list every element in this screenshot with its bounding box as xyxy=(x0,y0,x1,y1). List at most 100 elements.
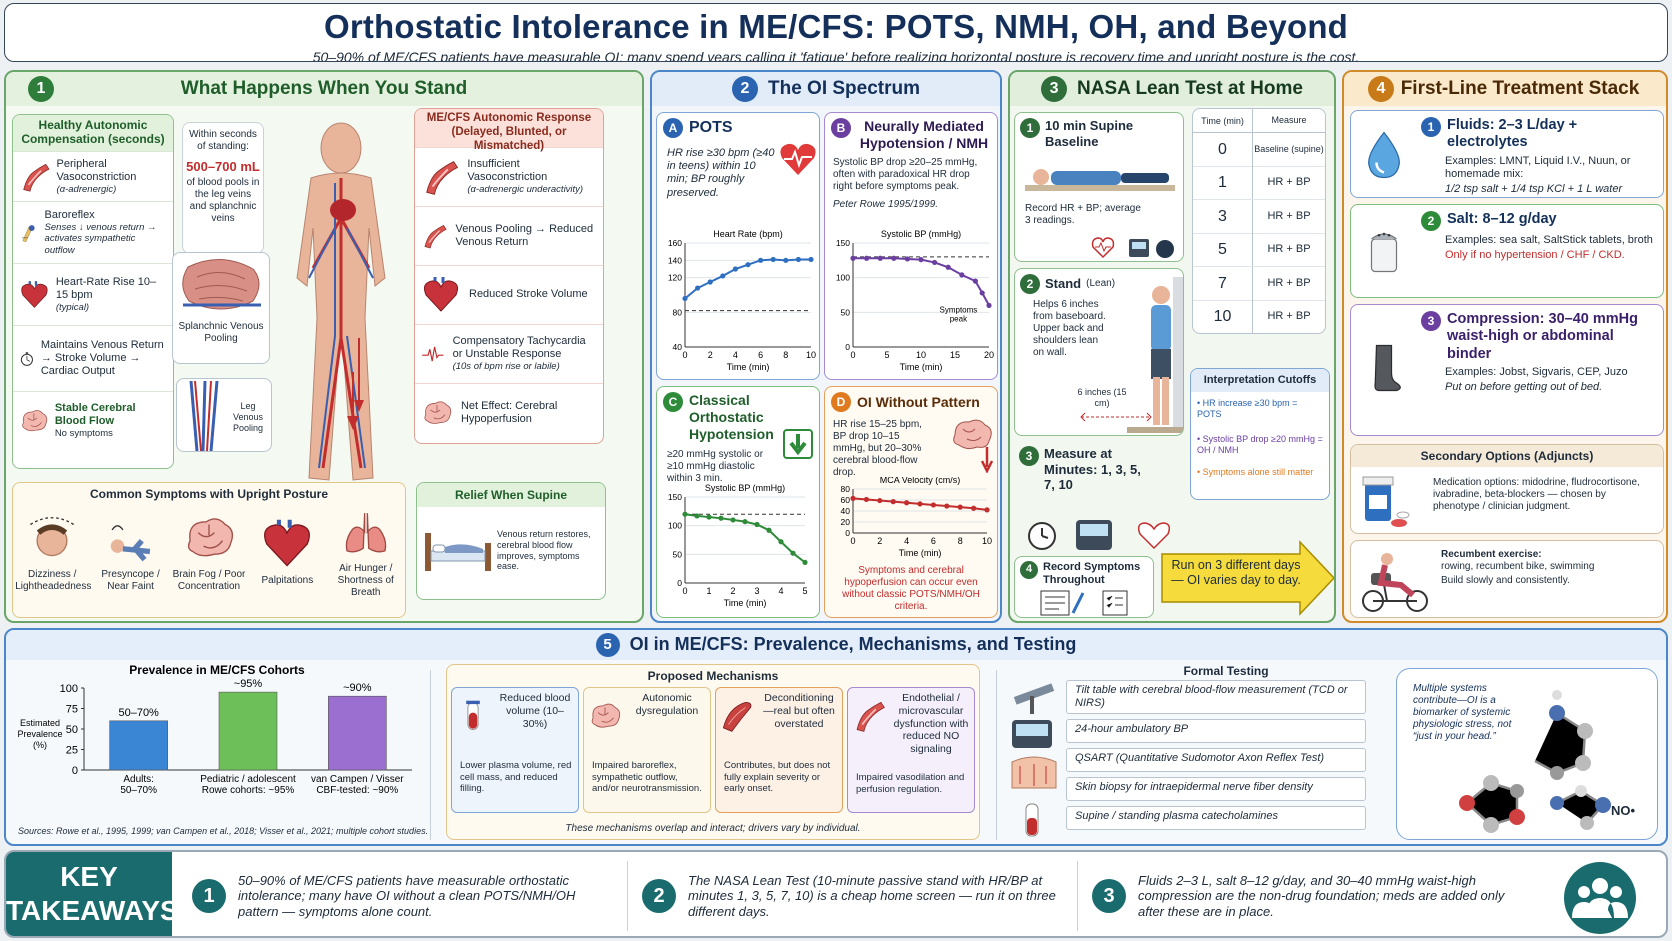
pill-bottle-icon xyxy=(1362,476,1410,527)
secondary-title: Secondary Options (Adjuncts) xyxy=(1351,445,1663,468)
mecfs-step-sub: (10s of bpm rise or labile) xyxy=(452,361,560,373)
cutoff-oh: • Systolic BP drop ≥20 mmHg = OH / NMH xyxy=(1197,433,1323,455)
leg-veins-icon xyxy=(189,381,219,451)
x-tick-label: 8 xyxy=(958,536,963,546)
treatment-number: 2 xyxy=(1421,211,1441,231)
data-point xyxy=(808,256,814,263)
brain-nerve-icon xyxy=(591,704,621,728)
y-tick-label: 0 xyxy=(677,578,682,588)
mecfs-step-title: Venous Pooling → Reduced Venous Return xyxy=(455,222,594,248)
lean-step-3: 3 Measure at Minutes: 1, 3, 5, 7, 10 xyxy=(1014,442,1184,512)
mecfs-step-sub: (α-adrenergic underactivity) xyxy=(467,184,584,196)
table-cell-time: 10 xyxy=(1193,300,1253,333)
mechanism-title: Reduced blood volume (10–30%) xyxy=(499,692,571,730)
panel-title: What Happens When You Stand xyxy=(180,77,468,99)
data-point xyxy=(971,505,977,511)
x-tick-label: 5 xyxy=(802,586,807,596)
splanchnic-inset: Splanchnic Venous Pooling xyxy=(172,252,270,364)
mechanism-desc: Contributes, but does not fully explain … xyxy=(724,760,831,795)
cutoffs-title: Interpretation Cutoffs xyxy=(1191,369,1329,393)
panel-prevalence: 5 OI in ME/CFS: Prevalence, Mechanisms, … xyxy=(4,628,1668,846)
bar-value-label: ~95% xyxy=(234,678,263,690)
oi-no-pattern-title: OI Without Pattern xyxy=(857,393,980,410)
data-point xyxy=(944,503,950,509)
lungs-icon xyxy=(345,513,386,553)
data-point xyxy=(972,278,978,284)
y-tick-label: 75 xyxy=(66,704,78,716)
y-tick-label: 100 xyxy=(60,683,78,695)
symptom-label: Palpitations xyxy=(261,575,314,587)
ecg-icon xyxy=(422,346,444,362)
step-title: Measure at Minutes: 1, 3, 5, 7, 10 xyxy=(1044,446,1141,493)
step-title: Stand xyxy=(1045,276,1082,292)
panel-what-happens: 1 What Happens When You Stand Healthy Au… xyxy=(4,70,644,623)
healthy-step-title: Peripheral Vasoconstriction xyxy=(56,157,137,183)
symptom-label: Presyncope / Near Faint xyxy=(101,569,160,593)
healthy-title: Healthy Autonomic Compensation (seconds) xyxy=(13,115,173,151)
healthy-step-sub: No symptoms xyxy=(54,427,113,439)
standing-person-icon xyxy=(1127,277,1183,433)
timer-monitor-icons xyxy=(1028,520,1170,550)
healthy-step-title: Stable Cerebral Blood Flow xyxy=(54,401,136,427)
human-circulation-illustration xyxy=(296,122,386,481)
mecfs-step-title: Reduced Stroke Volume xyxy=(469,288,588,301)
x-tick-label: 1 xyxy=(706,586,711,596)
lean-step-4: 4 Record Symptoms Throughout xyxy=(1014,556,1154,618)
data-point xyxy=(795,256,801,263)
table-header-measure: Measure xyxy=(1271,115,1307,126)
bar xyxy=(328,695,387,771)
takeaway-number: 3 xyxy=(1092,879,1126,913)
y-tick-label: 150 xyxy=(836,238,850,248)
data-point xyxy=(986,302,992,308)
heart-ecg-icon xyxy=(780,143,816,175)
card-letter-badge: A xyxy=(663,118,683,138)
x-axis-label: Time (min) xyxy=(899,548,942,558)
oi-no-pattern-card: D OI Without Pattern HR rise 15–25 bpm, … xyxy=(824,386,998,618)
step-number: 1 xyxy=(1020,118,1040,138)
treatment-title: Salt: 8–12 g/day xyxy=(1447,211,1557,227)
formal-test-item: Supine / standing plasma catecholamines xyxy=(1066,806,1366,831)
heart-icon xyxy=(264,520,311,567)
chart-title: Systolic BP (mmHg) xyxy=(881,229,961,239)
category-label: Adults:50–70% xyxy=(120,774,157,796)
x-tick-label: 10 xyxy=(806,350,816,360)
mechanism-desc: Lower plasma volume, red cell mass, and … xyxy=(460,760,572,795)
y-tick-label: 140 xyxy=(668,255,682,265)
blood-tube-icon xyxy=(466,701,480,731)
card-letter-badge: B xyxy=(831,118,851,138)
formal-test-item: QSART (Quantitative Sudomotor Axon Refle… xyxy=(1066,748,1366,773)
mechanism-title: Endothelial / microvascular dysfunction … xyxy=(893,692,969,755)
table-cell-time: 1 xyxy=(1193,166,1253,200)
symptom-label: Air Hunger / Shortness of Breath xyxy=(337,563,394,599)
panel-number-badge: 4 xyxy=(1368,76,1394,102)
multiple-systems-text: Multiple systems contribute—OI is a biom… xyxy=(1413,683,1512,742)
healthy-step: Peripheral Vasoconstriction(α-adrenergic… xyxy=(13,151,173,201)
y-tick-label: 80 xyxy=(673,307,683,317)
mecfs-step: Compensatory Tachycardia or Unstable Res… xyxy=(415,324,603,383)
x-tick-label: 10 xyxy=(982,536,992,546)
series-line xyxy=(853,257,990,306)
oh-title: Classical Orthostatic Hypotension xyxy=(689,392,774,442)
within-amount: 500–700 mL xyxy=(186,159,260,174)
brain-icon xyxy=(22,409,48,431)
nmh-card: B Neurally Mediated Hypotension / NMH Sy… xyxy=(824,112,998,380)
data-point xyxy=(877,497,883,504)
y-tick-label: 80 xyxy=(841,484,851,494)
relief-text: Venous return restores, cerebral blood f… xyxy=(497,529,591,572)
symptom-item: Palpitations xyxy=(250,517,324,587)
no-label: NO• xyxy=(1611,803,1636,818)
prevalence-source: Sources: Rowe et al., 1995, 1999; van Ca… xyxy=(18,826,429,836)
panel-number-badge: 3 xyxy=(1041,76,1068,102)
x-tick-label: 20 xyxy=(984,350,994,360)
nmh-title: Neurally Mediated Hypotension / NMH xyxy=(859,118,989,151)
data-point xyxy=(682,295,688,302)
data-point xyxy=(790,550,796,556)
splanchnic-label: Splanchnic Venous Pooling xyxy=(178,321,264,344)
